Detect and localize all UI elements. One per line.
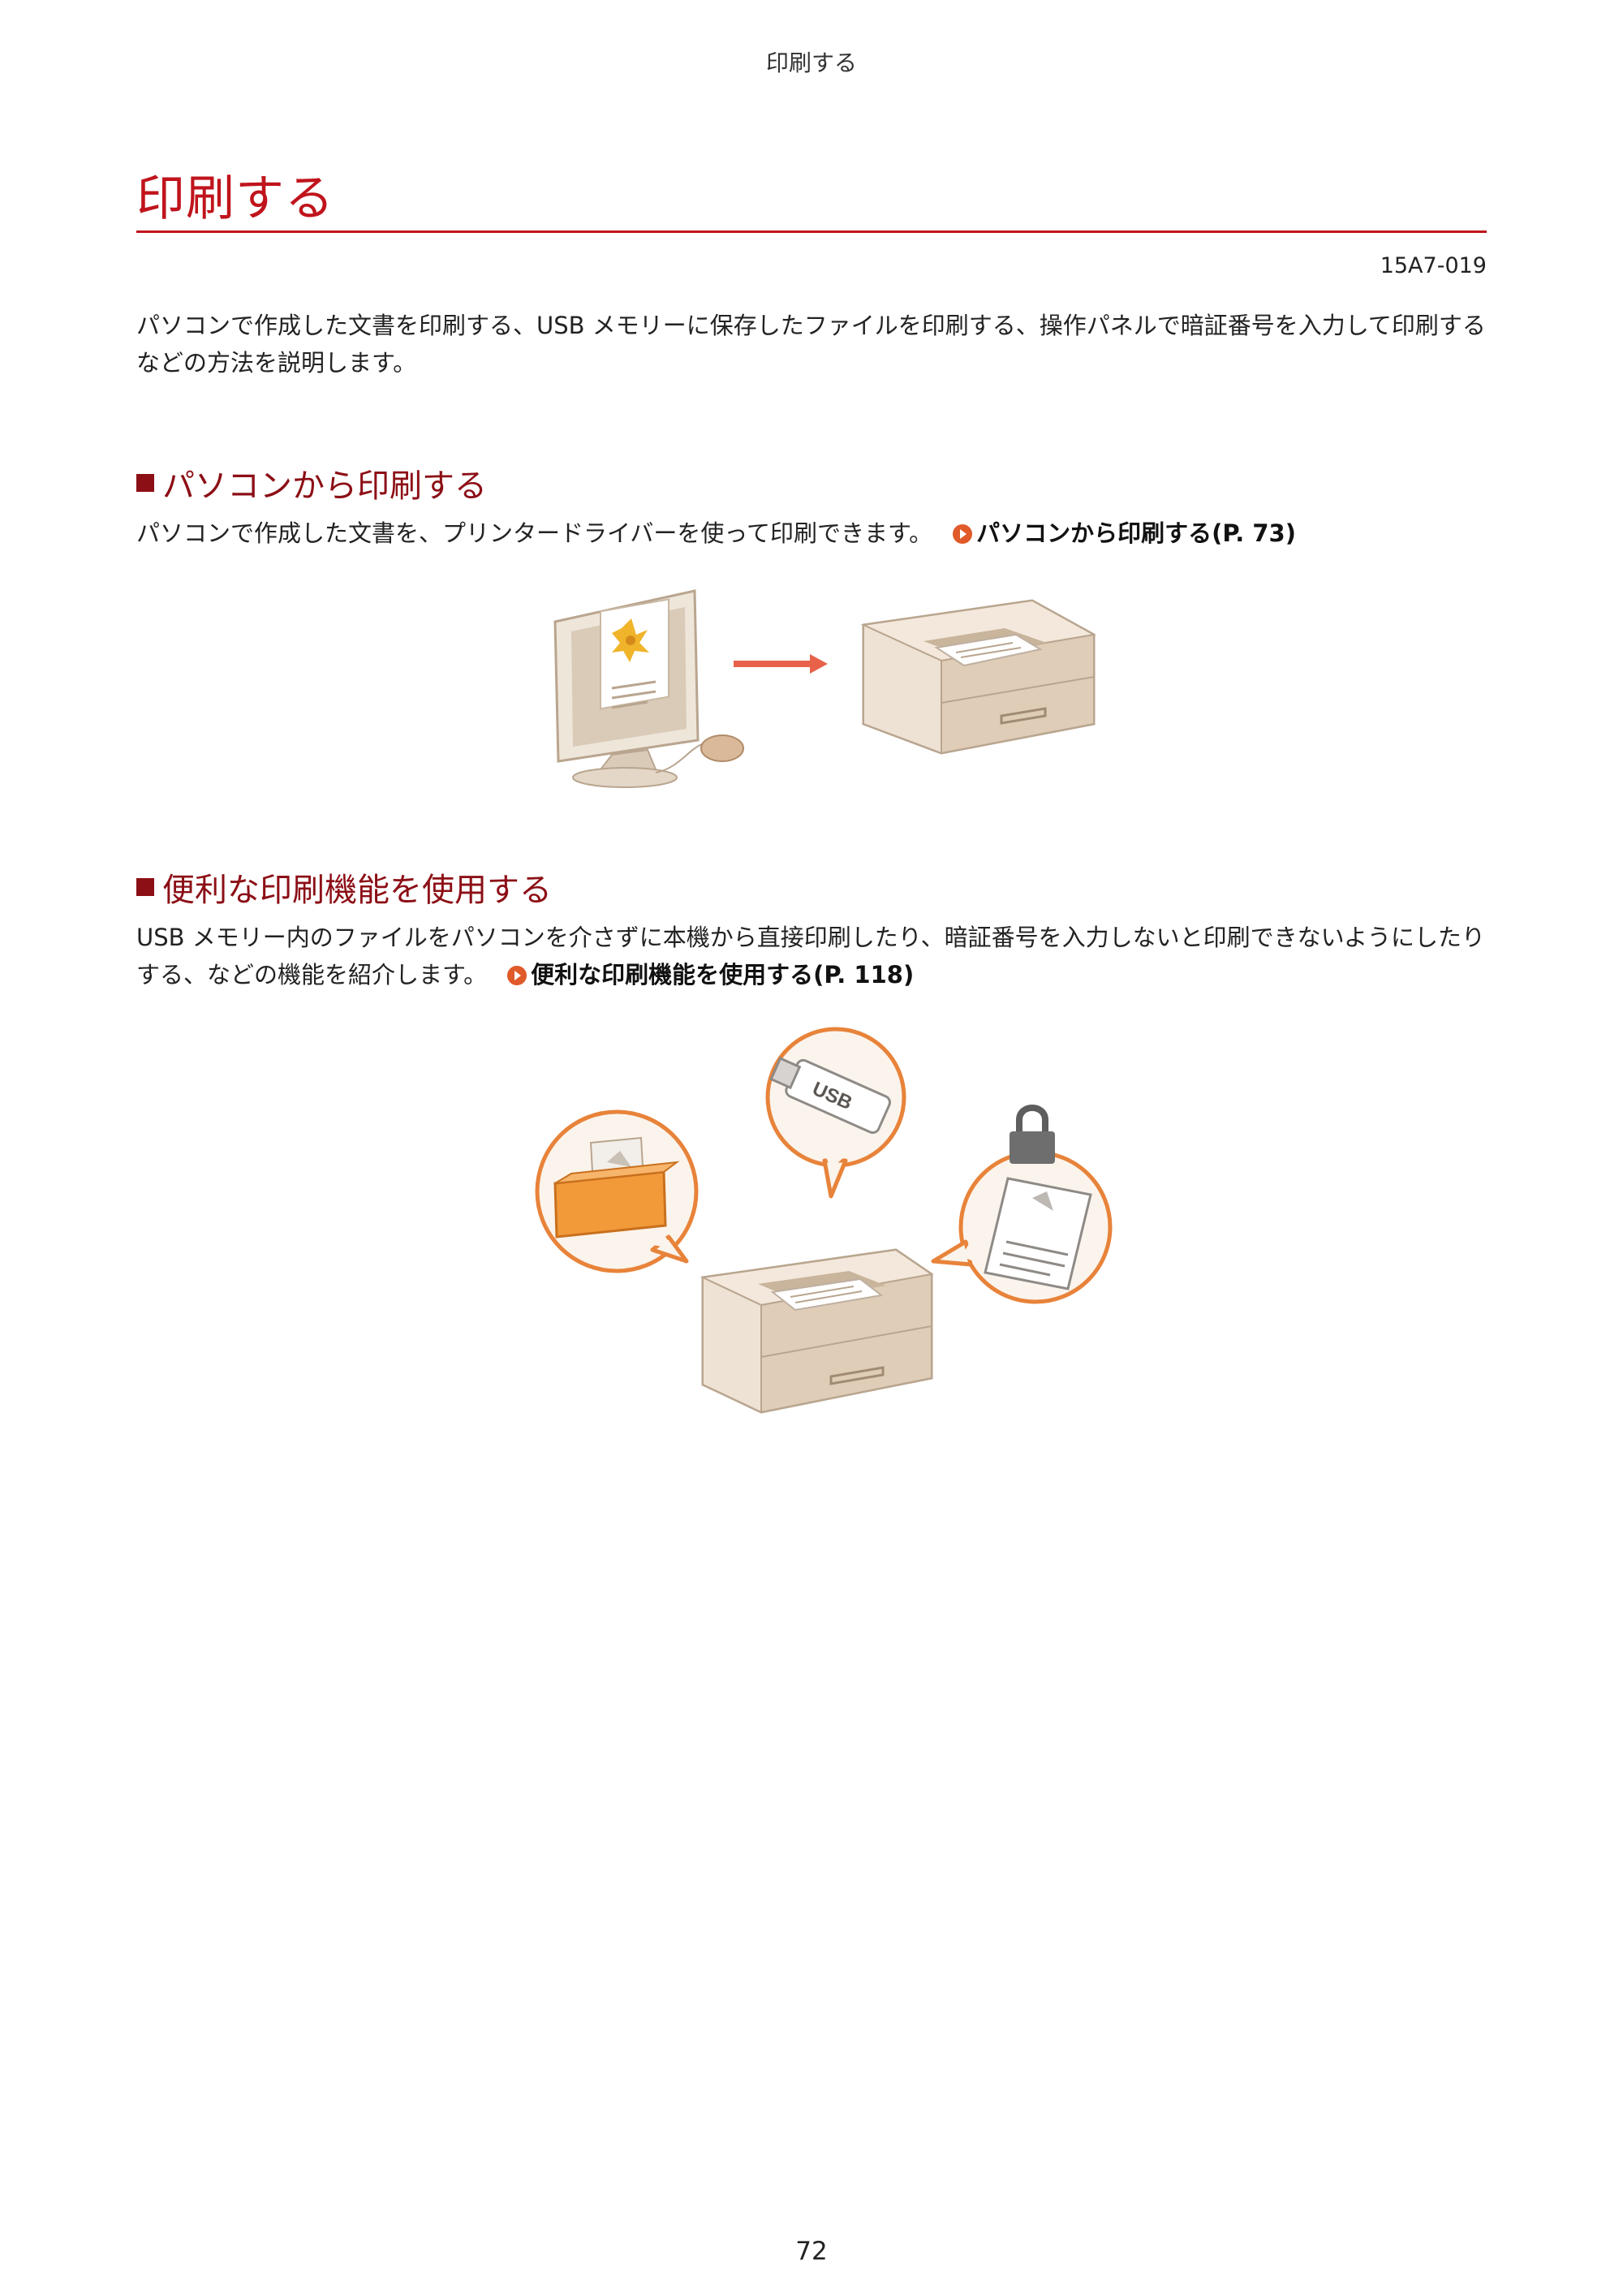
- printer-icon: [700, 1248, 934, 1414]
- section-body-useful-print-functions: USB メモリー内のファイルをパソコンを介さずに本機から直接印刷したり、暗証番号…: [136, 919, 1487, 993]
- monitor-icon: [553, 589, 700, 788]
- section-heading-text: 便利な印刷機能を使用する: [162, 872, 552, 909]
- page-number: 72: [795, 2237, 828, 2266]
- section-body-text: パソコンで作成した文書を、プリンタードライバーを使って印刷できます。: [136, 519, 933, 547]
- page-title: 印刷する: [136, 170, 334, 227]
- link-label: パソコンから印刷する(P. 73): [976, 519, 1296, 547]
- mouse-icon: [655, 734, 744, 773]
- usb-bubble: USB: [765, 1027, 906, 1199]
- title-divider: [136, 230, 1487, 233]
- section-heading-text: パソコンから印刷する: [162, 467, 487, 505]
- link-print-from-pc[interactable]: パソコンから印刷する(P. 73): [952, 519, 1296, 547]
- secured-print-bubble: [931, 1105, 1113, 1304]
- printer-icon: [860, 599, 1096, 755]
- box-print-bubble: [535, 1109, 699, 1273]
- square-bullet-icon: [136, 474, 154, 492]
- link-useful-print-functions[interactable]: 便利な印刷機能を使用する(P. 118): [506, 961, 914, 989]
- section-body-text: USB メモリー内のファイルをパソコンを介さずに本機から直接印刷したり、暗証番号…: [136, 924, 1486, 989]
- document-id: 15A7-019: [1380, 253, 1487, 278]
- intro-paragraph: パソコンで作成した文書を印刷する、USB メモリーに保存したファイルを印刷する、…: [136, 312, 1486, 377]
- link-arrow-icon: [507, 966, 527, 985]
- running-header: 印刷する: [765, 50, 857, 76]
- usb-stick-icon: USB: [769, 1057, 891, 1135]
- document-icon: [984, 1177, 1092, 1290]
- section-heading-print-from-pc: パソコンから印刷する: [136, 459, 487, 506]
- square-bullet-icon: [136, 878, 154, 896]
- pc-to-printer-illustration: [553, 589, 1096, 788]
- useful-functions-illustration: USB: [535, 1027, 1113, 1414]
- link-label: 便利な印刷機能を使用する(P. 118): [531, 961, 915, 989]
- padlock-icon: [1010, 1105, 1055, 1164]
- link-arrow-icon: [953, 524, 973, 544]
- right-arrow-icon: [734, 654, 828, 674]
- section-heading-useful-print-functions: 便利な印刷機能を使用する: [136, 864, 552, 911]
- section-body-print-from-pc: パソコンで作成した文書を、プリンタードライバーを使って印刷できます。 パソコンから…: [136, 515, 1487, 552]
